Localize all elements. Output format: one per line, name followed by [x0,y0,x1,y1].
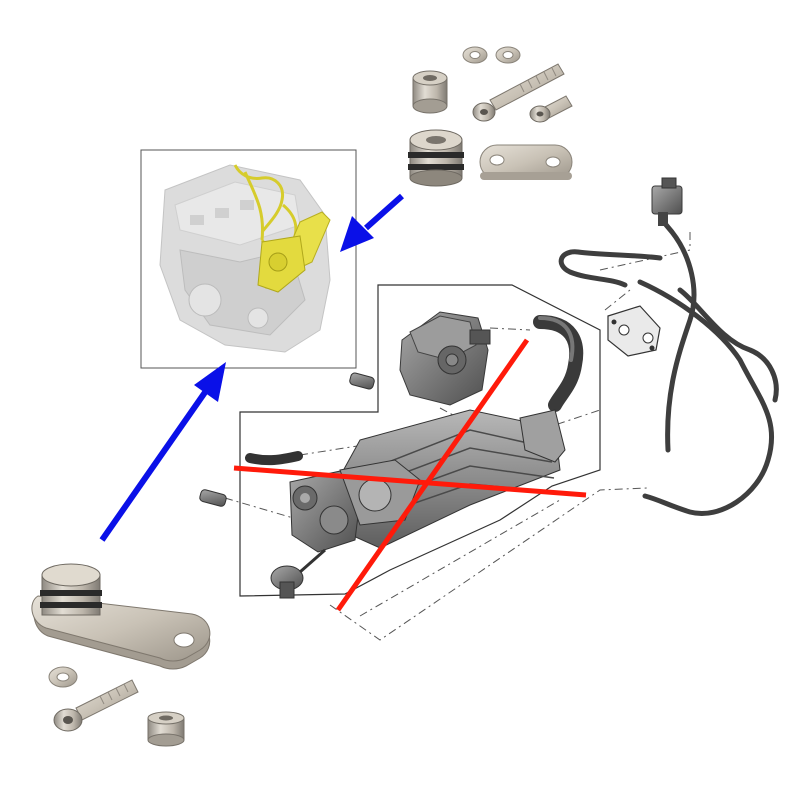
vacuum-actuator [270,548,326,599]
egr-delete-kit-bottom [31,563,211,747]
washer [495,46,521,64]
vacuum-hose [558,217,779,516]
spacer [412,70,448,114]
kit-to-engine-arrow-top [340,193,404,252]
egr-pipe-hose-upper [533,315,584,412]
breather-hose [245,451,303,466]
cross-line-diagonal [335,338,530,612]
egr-valve-actuator [399,311,491,406]
small-pipe [349,372,375,390]
blanking-plate [479,144,573,180]
egr-delete-kit-top [408,46,573,187]
small-pipe [199,489,227,507]
vacuum-solenoid [651,177,683,226]
egr-pipe-hose-upper-highlight [538,316,575,362]
washer [462,46,488,64]
long-bolt [472,63,565,122]
kit-to-engine-arrow-bottom [99,362,226,542]
blanking-plug-large [40,563,102,616]
engine-block [159,164,331,353]
exploded-view-frame [239,284,601,597]
engine-egr-part [257,211,331,293]
bolt [53,679,139,732]
short-bolt [529,95,573,123]
washer [48,666,78,688]
engine-overview [140,149,357,369]
blanking-plug [408,129,464,187]
cross-line-horizontal [233,465,587,498]
gasket [607,305,661,357]
spacer [147,711,185,747]
removed-cross [233,338,587,612]
egr-valve-assembly [289,459,421,553]
